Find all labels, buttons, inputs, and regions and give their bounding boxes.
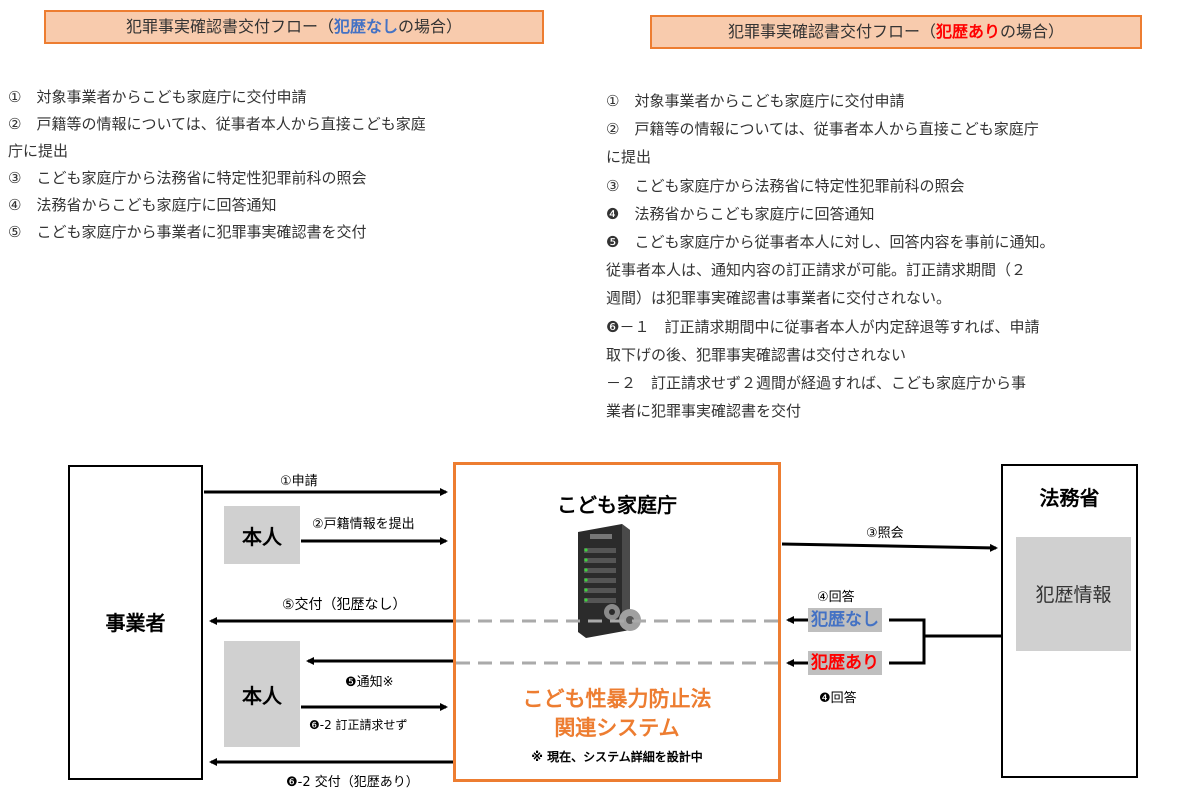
right-step: 取下げの後、犯罪事実確認書は交付されない	[606, 345, 907, 364]
jigyosha-label: 事業者	[105, 611, 166, 635]
right-step: 従事者本人は、通知内容の訂正請求が可能。訂正請求期間（２	[606, 261, 1027, 280]
label-koseki: ②戸籍情報を提出	[312, 517, 415, 532]
honnin-top-box: 本人	[224, 506, 300, 564]
kaito-connector-top	[889, 618, 926, 636]
label-tsuchi: ❺通知※	[345, 675, 394, 690]
system-name-line2: 関連システム	[554, 716, 680, 740]
label-kofu-nashi: ⑤交付（犯歴なし）	[282, 597, 407, 613]
right-step: に提出	[606, 148, 652, 167]
houmusho-label: 法務省	[1039, 486, 1100, 510]
left-step: ④ 法務省からこども家庭庁に回答通知	[8, 196, 277, 214]
right-step: ❹ 法務省からこども家庭庁に回答通知	[606, 204, 875, 223]
kodomo-katei-cho-title: こども家庭庁	[557, 493, 677, 517]
system-note: ※ 現在、システム詳細を設計中	[531, 750, 703, 764]
right-title-suffix: の場合）	[1000, 22, 1065, 41]
left-flow-title: 犯罪事実確認書交付フロー（犯歴なしの場合）	[44, 10, 544, 44]
right-step: －２ 訂正請求せず２週間が経過すれば、こども家庭庁から事	[606, 374, 1027, 393]
server-icon	[578, 524, 641, 638]
kaito-connector	[889, 634, 1001, 665]
tag-hanreki-nashi: 犯歴なし	[808, 608, 882, 632]
arrow-shokai	[781, 542, 998, 552]
honnin-bottom-box: 本人	[224, 641, 300, 747]
right-title-prefix: 犯罪事実確認書交付フロー（	[727, 22, 936, 41]
left-step: ⑤ こども家庭庁から事業者に犯罪事実確認書を交付	[8, 223, 367, 241]
left-title-highlight: 犯歴なし	[333, 17, 398, 36]
left-steps-list: ① 対象事業者からこども家庭庁に交付申請 ② 戸籍等の情報については、従事者本人…	[8, 84, 578, 246]
hanreki-info-label: 犯歴情報	[1035, 584, 1112, 606]
label-shinsei: ①申請	[280, 474, 318, 489]
houmusho-box: 法務省 犯歴情報	[1001, 464, 1138, 778]
label-shokai: ③照会	[866, 526, 904, 541]
right-flow-title: 犯罪事実確認書交付フロー（犯歴ありの場合）	[650, 15, 1142, 49]
right-title-highlight: 犯歴あり	[935, 22, 1000, 41]
honnin-top-label: 本人	[242, 525, 282, 549]
tag-hanreki-ari: 犯歴あり	[808, 651, 882, 675]
right-step: ❺ こども家庭庁から従事者本人に対し、回答内容を事前に通知。	[606, 233, 1055, 252]
left-step: 庁に提出	[8, 142, 69, 160]
label-kofu-ari: ❻-2 交付（犯歴あり）	[286, 775, 419, 790]
system-name-line1: こども性暴力防止法	[522, 687, 712, 711]
honnin-bottom-label: 本人	[242, 684, 282, 708]
right-step: 業者に犯罪事実確認書を交付	[606, 402, 802, 421]
right-step: ① 対象事業者からこども家庭庁に交付申請	[606, 92, 905, 110]
right-step: ② 戸籍等の情報については、従事者本人から直接こども家庭庁	[606, 120, 1039, 139]
left-title-prefix: 犯罪事実確認書交付フロー（	[125, 17, 334, 36]
left-title-suffix: の場合）	[398, 17, 463, 36]
label-kaito-top: ④回答	[817, 590, 855, 605]
left-step: ① 対象事業者からこども家庭庁に交付申請	[8, 88, 307, 106]
hanreki-info-box: 犯歴情報	[1016, 537, 1131, 651]
right-step: ③ こども家庭庁から法務省に特定性犯罪前科の照会	[606, 176, 965, 195]
left-step: ② 戸籍等の情報については、従事者本人から直接こども家庭	[8, 115, 426, 133]
left-step: ③ こども家庭庁から法務省に特定性犯罪前科の照会	[8, 169, 367, 187]
right-step: ❻－１ 訂正請求期間中に従事者本人が内定辞退等すれば、申請	[606, 317, 1040, 336]
right-steps-list: ① 対象事業者からこども家庭庁に交付申請 ② 戸籍等の情報については、従事者本人…	[606, 87, 1186, 425]
label-teisei: ❻-2 訂正請求せず	[309, 718, 408, 732]
jigyosha-box: 事業者	[68, 465, 203, 780]
right-step: 週間）は犯罪事実確認書は事業者に交付されない。	[606, 289, 952, 308]
label-kaito-bottom: ❹回答	[819, 691, 857, 706]
